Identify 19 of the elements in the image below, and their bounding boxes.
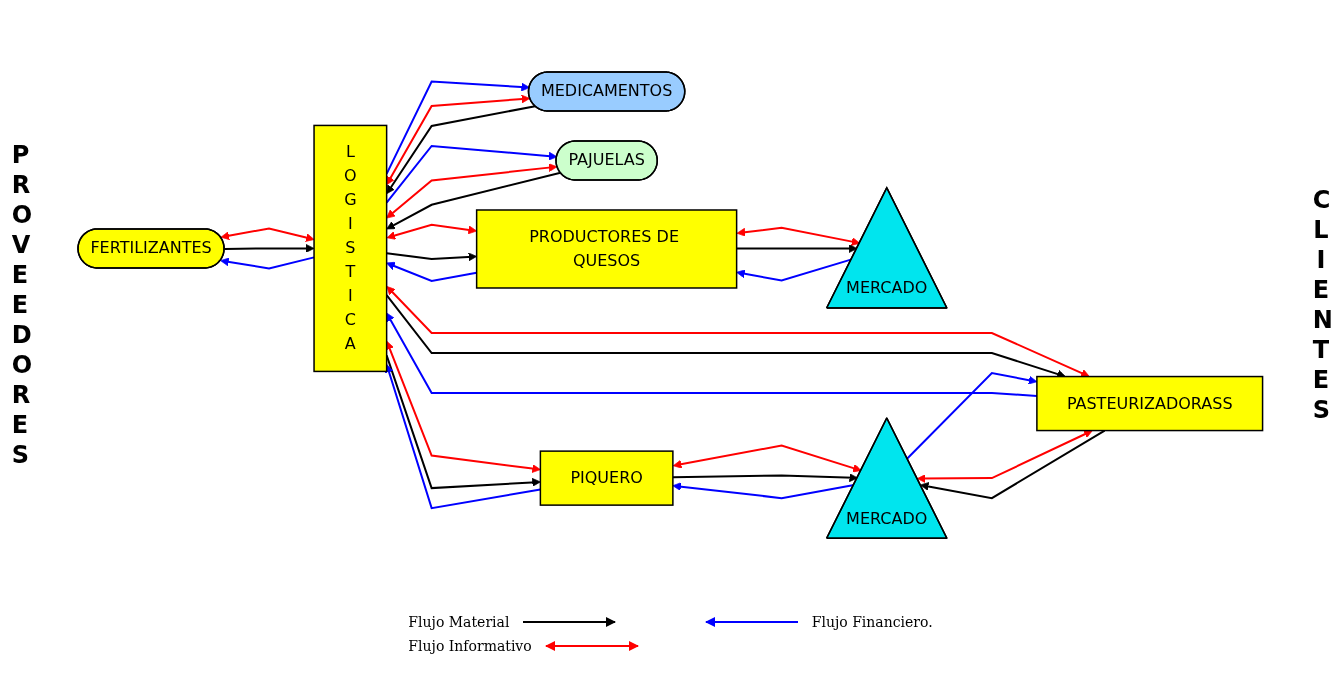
arrow [906,371,1038,460]
arrow [386,94,531,186]
arrow [736,226,861,246]
arrow [220,227,315,242]
side-label: P R O V E E D O R E S [11,140,29,470]
legend-text: Flujo Financiero. [811,614,933,630]
legend-text: Flujo Material [408,614,510,630]
arrow [920,429,1106,500]
arrow [917,430,1093,483]
side-label: C L I E N T E S [1312,185,1330,425]
arrow [386,105,537,195]
arrow [673,444,862,473]
node-box: PASTEURIZADORASS [1036,375,1264,432]
node-box: PRODUCTORES DE QUESOS [476,209,738,289]
arrow [386,171,562,230]
node-box: PIQUERO [539,450,674,506]
node-box: L O G I S T I C A [313,124,388,373]
arrow [386,163,558,219]
legend-text: Flujo Informativo [408,638,532,654]
